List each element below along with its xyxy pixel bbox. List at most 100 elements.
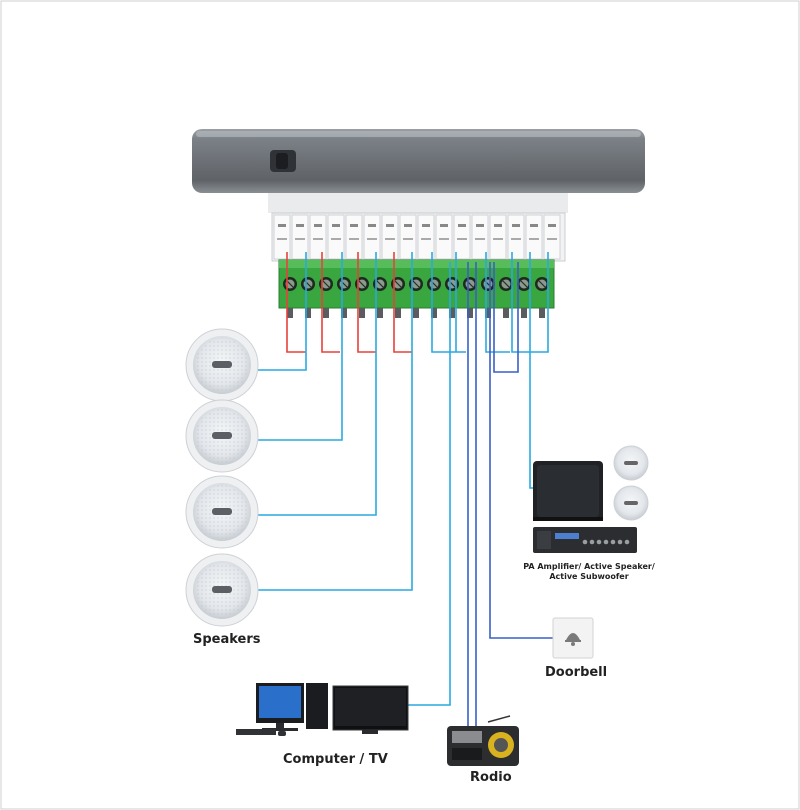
terminal-label-mark: [457, 238, 467, 240]
wire: [493, 262, 519, 373]
terminal-label-mark: [331, 238, 341, 240]
terminal-screw-slot: [322, 280, 330, 288]
ceiling-speaker-icon: [185, 328, 259, 402]
terminal-label-plate: [435, 214, 453, 260]
computer-tv-label: Computer / TV: [283, 752, 388, 767]
wire: [431, 252, 466, 353]
wire: [393, 252, 412, 353]
terminal-pin: [377, 308, 383, 318]
terminal-pin: [539, 308, 545, 318]
speaker-badge: [212, 586, 232, 593]
speaker-badge: [212, 432, 232, 439]
terminal-label-mark: [313, 238, 323, 240]
terminal-label-plate: [363, 214, 381, 260]
terminal-label-mark: [440, 224, 448, 227]
terminal-pin: [431, 308, 437, 318]
terminal-label-mark: [439, 238, 449, 240]
computer-icon: [236, 683, 328, 736]
wire: [286, 252, 306, 353]
terminal-label-plate: [543, 214, 561, 260]
speaker-badge: [212, 361, 232, 368]
doorbell-icon: [552, 617, 594, 659]
wire: [258, 252, 307, 371]
terminal-label-plate: [345, 214, 363, 260]
terminal-label-mark: [296, 224, 304, 227]
terminal-label-mark: [476, 224, 484, 227]
wire: [529, 352, 533, 489]
terminal-label-mark: [350, 224, 358, 227]
terminal-pin: [521, 308, 527, 318]
terminal-label-mark: [494, 224, 502, 227]
terminal-label-mark: [493, 238, 503, 240]
terminal-label-mark: [332, 224, 340, 227]
terminal-label-mark: [512, 224, 520, 227]
terminal-pin: [359, 308, 365, 318]
wire: [357, 252, 376, 353]
terminal-label-mark: [349, 238, 359, 240]
terminal-label-plate: [399, 214, 417, 260]
ceiling-speaker-icon: [185, 399, 259, 473]
terminal-label-mark: [458, 224, 466, 227]
terminal-label-mark: [385, 238, 395, 240]
terminal-pin: [503, 308, 509, 318]
terminal-label-mark: [404, 224, 412, 227]
terminal-label-mark: [386, 224, 394, 227]
terminal-pin: [467, 308, 473, 318]
wire: [489, 262, 553, 639]
amp-knob: [582, 539, 588, 545]
terminal-label-mark: [367, 238, 377, 240]
terminal-label-mark: [548, 224, 556, 227]
terminal-pin: [485, 308, 491, 318]
terminal-label-mark: [295, 238, 305, 240]
terminal-pin: [287, 308, 293, 318]
terminal-label-plate: [507, 214, 525, 260]
terminal-label-mark: [547, 238, 557, 240]
wire: [408, 262, 451, 706]
wire: [485, 252, 510, 353]
ceiling-speaker-icon: [613, 445, 649, 521]
amp-knob: [603, 539, 609, 545]
terminal-label-mark: [422, 224, 430, 227]
terminal-screw-slot: [520, 280, 528, 288]
wire: [258, 252, 377, 516]
pa-amplifier-icon: [533, 527, 637, 553]
terminal-label-mark: [475, 238, 485, 240]
terminal-label-plate: [381, 214, 399, 260]
amp-knob: [624, 539, 630, 545]
subwoofer-icon: [533, 461, 603, 521]
terminal-screw-slot: [394, 280, 402, 288]
terminal-label-mark: [529, 238, 539, 240]
terminal-screw-slot: [538, 280, 546, 288]
doorbell-label: Doorbell: [545, 665, 607, 680]
wiring: [258, 252, 553, 726]
wire: [321, 252, 340, 353]
terminal-screw-slot: [376, 280, 384, 288]
terminal-pin: [341, 308, 347, 318]
terminal-label-plate: [309, 214, 327, 260]
terminal-screw-slot: [502, 280, 510, 288]
ceiling-speaker-icon: [185, 553, 259, 627]
amp-knob: [589, 539, 595, 545]
radio-label: Rodio: [470, 770, 512, 785]
controller-device-icon: [192, 129, 645, 213]
pa-amplifier-label-line1: PA Amplifier/ Active Speaker/: [523, 562, 655, 571]
terminal-pin: [413, 308, 419, 318]
terminal-label-plate: [489, 214, 507, 260]
terminal-label-mark: [403, 238, 413, 240]
terminal-screw-slot: [358, 280, 366, 288]
amp-knob: [610, 539, 616, 545]
terminal-label-mark: [421, 238, 431, 240]
terminal-label-mark: [511, 238, 521, 240]
tv-monitor-icon: [332, 685, 409, 734]
amp-knob: [596, 539, 602, 545]
terminal-pin: [305, 308, 311, 318]
radio-icon: [447, 715, 519, 766]
terminal-label-mark: [368, 224, 376, 227]
terminal-label-plate: [525, 214, 543, 260]
pa-amplifier-label-line2: Active Subwoofer: [549, 572, 628, 581]
terminal-label-mark: [278, 224, 286, 227]
terminal-pin: [449, 308, 455, 318]
terminal-screw-slot: [286, 280, 294, 288]
